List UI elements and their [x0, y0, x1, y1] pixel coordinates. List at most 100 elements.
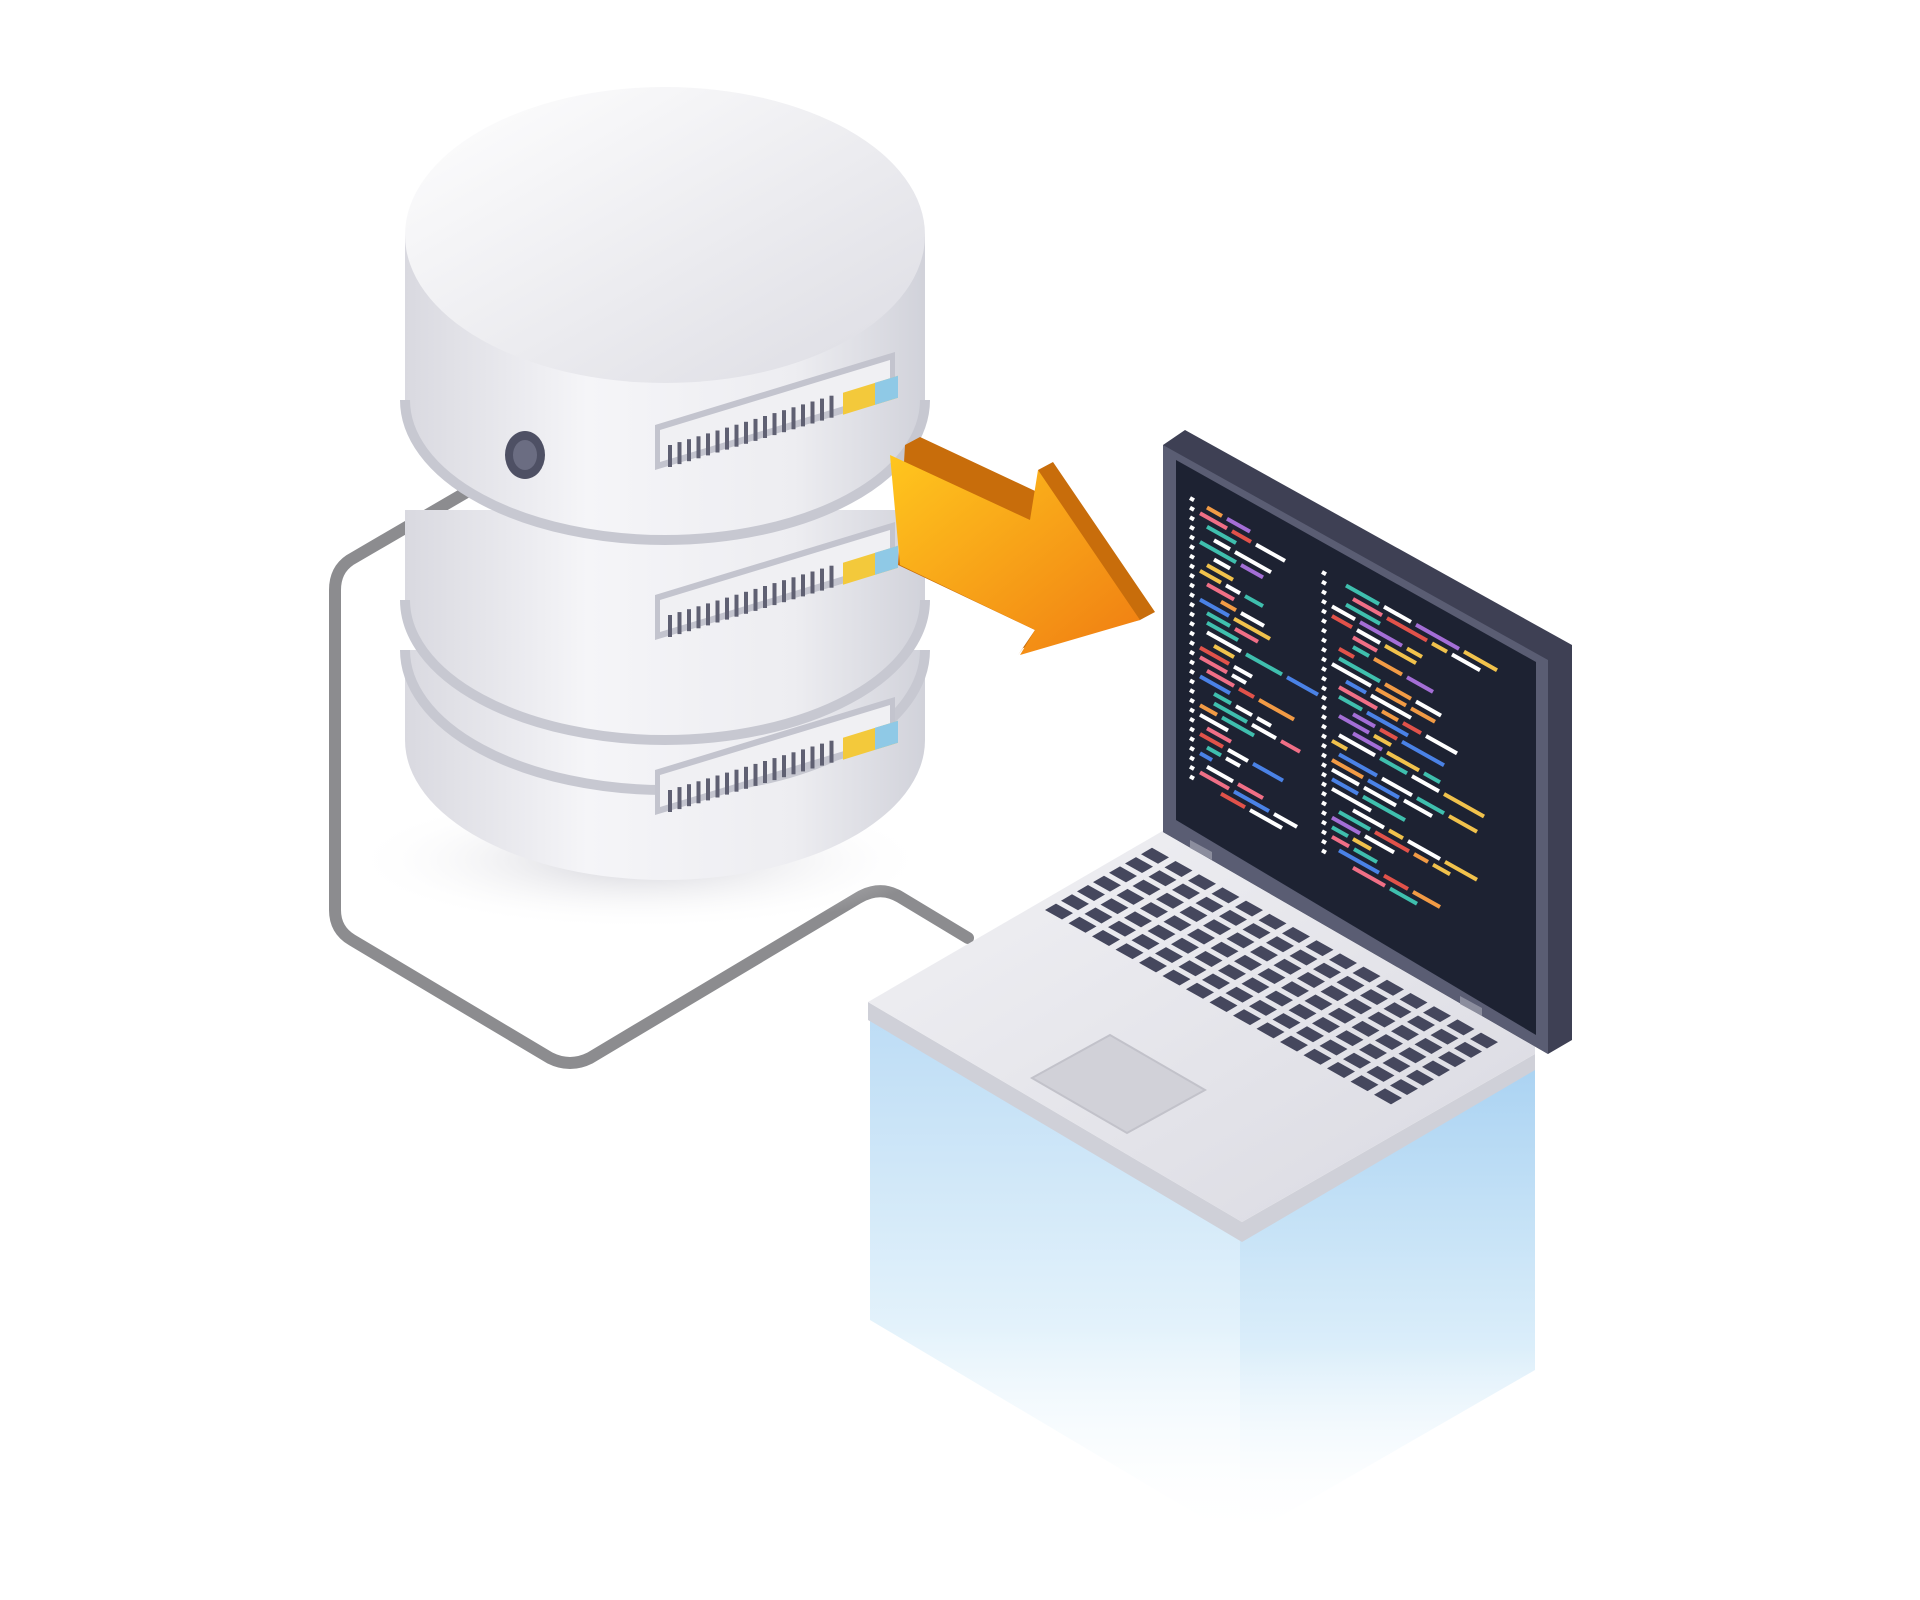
code-line	[1403, 798, 1433, 818]
keyboard-key	[1360, 989, 1388, 1006]
vent-slot	[668, 790, 672, 812]
keyboard-key	[1352, 966, 1381, 983]
vent-slot	[677, 787, 682, 810]
keyboard-key	[1250, 945, 1278, 962]
keyboard-key	[1470, 1032, 1498, 1049]
code-line	[1375, 686, 1407, 708]
keyboard-key	[1234, 954, 1262, 971]
code-line	[1321, 810, 1327, 816]
status-led-blue	[875, 545, 898, 575]
vent-slot	[696, 606, 701, 629]
code-line	[1255, 542, 1286, 563]
vent-slot	[820, 568, 824, 591]
code-line	[1338, 714, 1370, 735]
code-line	[1199, 770, 1230, 791]
keyboard-key	[1203, 919, 1231, 936]
keyboard-key	[1328, 1007, 1356, 1024]
keyboard-key	[1249, 999, 1277, 1016]
keyboard-key	[1319, 1039, 1348, 1056]
keyboard-key	[1210, 941, 1239, 958]
vent-slot	[725, 772, 729, 795]
vent-slot	[801, 749, 805, 772]
vent-slot	[810, 571, 815, 594]
laptop-screen	[1163, 430, 1572, 1054]
code-line	[1206, 620, 1239, 642]
vent-slot	[753, 763, 758, 786]
code-line	[1331, 614, 1353, 629]
keyboard-key	[1430, 1028, 1459, 1045]
code-line	[1256, 716, 1272, 728]
code-line	[1383, 605, 1412, 624]
code-line	[1386, 616, 1428, 643]
keyboard-key	[1305, 940, 1334, 957]
code-line	[1321, 599, 1327, 605]
code-line	[1189, 601, 1195, 608]
code-line	[1189, 717, 1195, 723]
vent-slot	[696, 781, 701, 804]
keyboard-key	[1115, 943, 1144, 960]
status-led-blue	[875, 720, 898, 750]
code-line	[1321, 647, 1327, 653]
code-line	[1237, 782, 1264, 800]
keyboard-key	[1178, 960, 1207, 977]
code-line	[1384, 682, 1412, 701]
code-line	[1321, 656, 1327, 663]
code-line	[1189, 621, 1195, 627]
code-line	[1379, 727, 1398, 741]
code-line	[1189, 534, 1195, 541]
code-line	[1388, 828, 1404, 840]
code-line	[1352, 645, 1370, 658]
keyboard-key	[1335, 1030, 1364, 1047]
vent-slot	[725, 597, 729, 620]
code-line	[1238, 686, 1255, 699]
keyboard-key	[1281, 981, 1309, 998]
keyboard-key	[1092, 930, 1120, 946]
keyboard-key	[1280, 1035, 1308, 1052]
code-line	[1213, 557, 1231, 571]
code-line	[1231, 529, 1252, 544]
code-line	[1258, 698, 1295, 722]
code-line	[1189, 697, 1195, 704]
vent-slot	[668, 445, 672, 467]
code-line	[1356, 628, 1381, 645]
code-line	[1189, 745, 1195, 752]
code-line	[1367, 778, 1400, 800]
keyboard-key	[1131, 933, 1160, 950]
database-disk-1	[400, 87, 930, 545]
keyboard-key	[1225, 986, 1254, 1003]
keyboard-key	[1391, 1024, 1419, 1041]
keyboard-key	[1329, 953, 1357, 970]
keyboard-key	[1125, 857, 1153, 874]
code-line	[1331, 662, 1372, 688]
vent-slot	[772, 413, 777, 436]
code-line	[1286, 675, 1319, 697]
code-line	[1234, 627, 1259, 644]
code-line	[1233, 664, 1253, 679]
vent-slot	[706, 433, 710, 456]
code-line	[1189, 726, 1195, 733]
keyboard-key	[1383, 1002, 1412, 1019]
keyboard-key	[1414, 1038, 1443, 1054]
code-line	[1448, 814, 1478, 834]
code-line	[1352, 866, 1386, 888]
keyboard-key	[1235, 900, 1263, 917]
code-line	[1321, 829, 1327, 836]
code-line	[1352, 808, 1385, 830]
keyboard-key	[1313, 962, 1341, 979]
keyboard-key	[1077, 885, 1105, 901]
code-line	[1352, 837, 1372, 851]
code-line	[1331, 758, 1364, 780]
code-line	[1338, 685, 1378, 711]
keyboard-key	[1359, 1043, 1387, 1060]
code-line	[1235, 704, 1253, 717]
laptop-keyboard	[1045, 847, 1498, 1105]
keyboard-key	[1303, 1048, 1332, 1065]
code-line	[1338, 656, 1381, 684]
code-line	[1381, 709, 1399, 722]
code-line	[1444, 860, 1478, 882]
keyboard-key	[1148, 870, 1177, 887]
code-line	[1189, 688, 1195, 694]
code-line	[1321, 704, 1327, 711]
code-line	[1199, 703, 1218, 717]
